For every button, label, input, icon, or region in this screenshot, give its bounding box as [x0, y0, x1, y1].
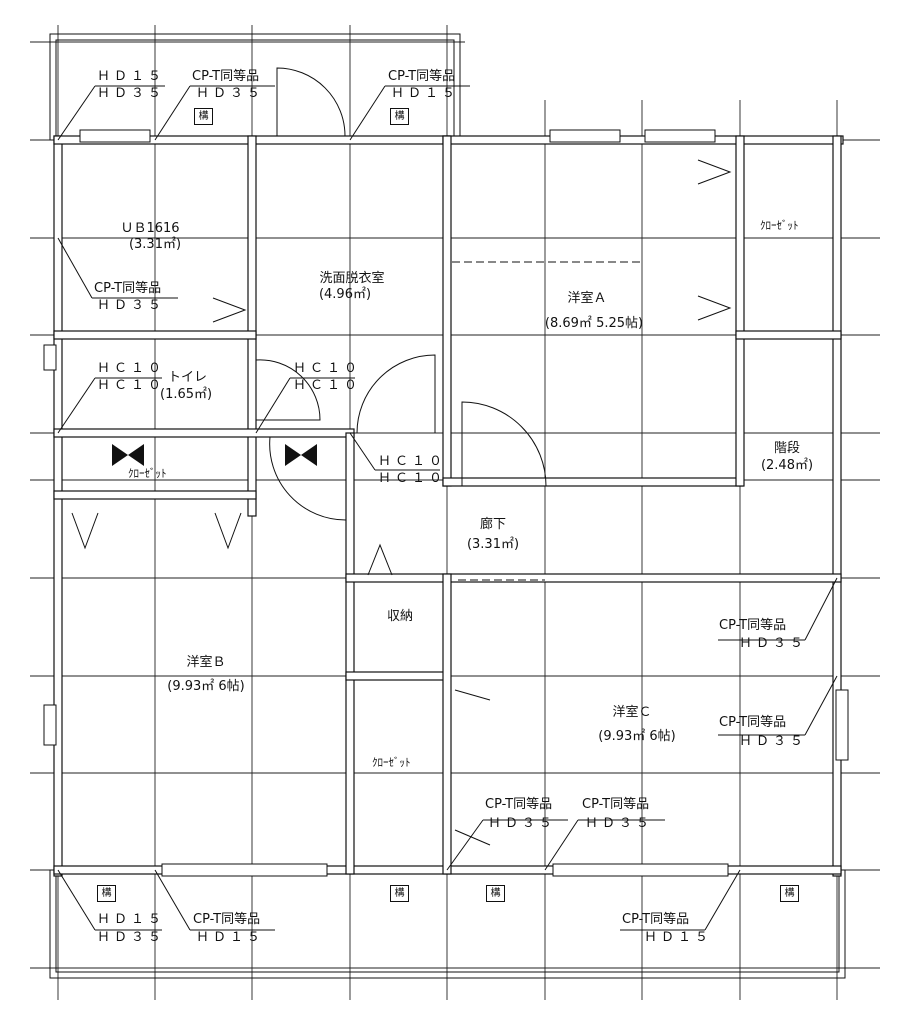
room-kaidan-name: 階段	[773, 441, 801, 456]
annot-bot-cp2-1: CP-T同等品	[622, 912, 690, 927]
annot-mid-cp2-2: ＨＤ３５	[585, 816, 654, 831]
annot-hc-hall-2: ＨＣ１０	[378, 471, 447, 486]
annot-right-cp2-1: CP-T同等品	[719, 715, 787, 730]
room-kaidan-area: (2.48㎡)	[760, 458, 814, 473]
annot-hc-mid-2: ＨＣ１０	[293, 378, 362, 393]
kamae-marker-bot-1: 構	[97, 885, 116, 902]
annot-top-left-2: ＨＤ３５	[97, 86, 166, 101]
kamae-marker-bot-2: 構	[390, 885, 409, 902]
annot-top-cp1-2: ＨＤ３５	[196, 86, 265, 101]
room-toilet-name: トイレ	[168, 370, 208, 385]
windows	[43, 129, 849, 877]
room-roka-area: (3.31㎡)	[466, 537, 520, 552]
closet-label-toilet-side: ｸﾛｰｾﾞｯﾄ	[128, 467, 167, 480]
annotation-underlines	[92, 85, 805, 931]
annot-top-left-1: ＨＤ１５	[97, 69, 166, 84]
bowtie-symbols	[112, 444, 317, 466]
annot-mid-cp1-2: ＨＤ３５	[488, 816, 557, 831]
dashed-lines	[452, 261, 642, 581]
room-shuno-name: 収納	[386, 609, 414, 624]
closet-label-c: ｸﾛｰｾﾞｯﾄ	[372, 756, 411, 769]
room-yoshitsu-b-name: 洋室Ｂ	[186, 655, 226, 670]
closet-label-a: ｸﾛｰｾﾞｯﾄ	[760, 219, 799, 232]
annot-hc-mid-1: ＨＣ１０	[293, 361, 362, 376]
doors	[71, 67, 732, 846]
annot-mid-cp2-1: CP-T同等品	[582, 797, 650, 812]
annot-ub-cp-1: CP-T同等品	[94, 281, 162, 296]
kamae-marker-top-2: 構	[390, 108, 409, 125]
annot-hc-left-1: ＨＣ１０	[97, 361, 166, 376]
room-ub-name: ＵＢ1616	[120, 221, 180, 236]
annot-top-cp1-1: CP-T同等品	[192, 69, 260, 84]
room-yoshitsu-a-area: (8.69㎡ 5.25帖)	[544, 316, 644, 331]
room-senmen-name: 洗面脱衣室	[319, 271, 385, 286]
kamae-marker-bot-3: 構	[486, 885, 505, 902]
annot-hc-hall-1: ＨＣ１０	[378, 454, 447, 469]
annot-bot-cp1-2: ＨＤ１５	[196, 930, 265, 945]
room-yoshitsu-c-name: 洋室Ｃ	[612, 705, 652, 720]
annot-top-cp2-1: CP-T同等品	[388, 69, 456, 84]
annot-bot-cp2-2: ＨＤ１５	[644, 930, 713, 945]
annot-ub-cp-2: ＨＤ３５	[97, 298, 166, 313]
room-senmen-area: (4.96㎡)	[318, 287, 372, 302]
annot-mid-cp1-1: CP-T同等品	[485, 797, 553, 812]
annot-bot-left-1: ＨＤ１５	[97, 912, 166, 927]
room-yoshitsu-a-name: 洋室Ａ	[567, 291, 607, 306]
room-yoshitsu-c-area: (9.93㎡ 6帖)	[598, 729, 676, 744]
kamae-marker-top-1: 構	[194, 108, 213, 125]
annot-hc-left-2: ＨＣ１０	[97, 378, 166, 393]
grid-lines	[30, 25, 880, 1000]
annot-right-cp1-2: ＨＤ３５	[739, 636, 808, 651]
annot-bot-left-2: ＨＤ３５	[97, 930, 166, 945]
room-roka-name: 廊下	[479, 517, 507, 532]
kamae-marker-bot-4: 構	[780, 885, 799, 902]
annot-right-cp1-1: CP-T同等品	[719, 618, 787, 633]
room-toilet-area: (1.65㎡)	[160, 387, 213, 402]
annot-top-cp2-2: ＨＤ１５	[391, 86, 460, 101]
leader-lines	[57, 85, 838, 931]
room-ub-area: (3.31㎡)	[128, 237, 182, 252]
annot-right-cp2-2: ＨＤ３５	[739, 734, 808, 749]
room-yoshitsu-b-area: (9.93㎡ 6帖)	[167, 679, 245, 694]
annot-bot-cp1-1: CP-T同等品	[193, 912, 261, 927]
